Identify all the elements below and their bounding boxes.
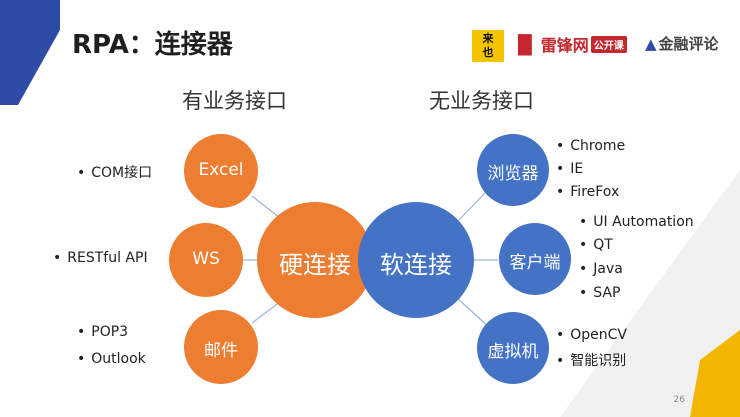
browser-circle bbox=[477, 134, 549, 206]
client-label: 客户端 bbox=[509, 253, 561, 273]
laiye-logo-char-1: 来 bbox=[482, 32, 494, 45]
bullet-firefox: FireFox bbox=[556, 184, 619, 200]
leiphone-logo: ▐▌雷锋网公开课 bbox=[511, 32, 627, 56]
laiye-logo: 来 也 bbox=[472, 30, 504, 62]
jinrong-logo: ▲金融评论 bbox=[645, 33, 719, 54]
bullet-outlook: Outlook bbox=[77, 351, 146, 367]
bullet-restful-api: RESTful API bbox=[53, 250, 147, 266]
client-circle bbox=[499, 223, 571, 295]
bullet-java: Java bbox=[579, 261, 623, 277]
bottom-right-yellow-shape bbox=[690, 330, 740, 417]
bullet-smart-recognition: 智能识别 bbox=[556, 350, 626, 370]
mail-circle bbox=[184, 310, 258, 384]
leiphone-logo-text: 雷锋网 bbox=[540, 36, 589, 55]
soft-connection-circle bbox=[358, 202, 474, 318]
bullet-ie: IE bbox=[556, 161, 583, 177]
connector-vm bbox=[456, 297, 491, 329]
slide-title: RPA：连接器 bbox=[72, 30, 233, 60]
ws-label: WS bbox=[192, 249, 220, 269]
excel-circle bbox=[184, 134, 258, 208]
bullet-opencv: OpenCV bbox=[556, 327, 627, 343]
jinrong-logo-text: 金融评论 bbox=[658, 35, 719, 53]
bullet-pop3: POP3 bbox=[77, 324, 128, 340]
laiye-logo-char-2: 也 bbox=[482, 46, 494, 59]
heading-without-api: 无业务接口 bbox=[429, 89, 534, 113]
connector-browser bbox=[456, 189, 489, 223]
mail-label: 邮件 bbox=[204, 341, 238, 361]
heading-with-api: 有业务接口 bbox=[182, 89, 287, 113]
bullet-ui-automation: UI Automation bbox=[579, 214, 693, 230]
browser-label: 浏览器 bbox=[487, 164, 539, 184]
page-number: 26 bbox=[673, 395, 685, 405]
jinrong-mark-icon: ▲ bbox=[645, 35, 657, 53]
top-left-accent-shape bbox=[0, 0, 60, 105]
bullet-qt: QT bbox=[579, 237, 613, 253]
excel-label: Excel bbox=[198, 160, 244, 180]
bullet-chrome: Chrome bbox=[556, 138, 625, 154]
vm-circle bbox=[477, 312, 549, 384]
connector-lines bbox=[243, 189, 498, 329]
leiphone-mark-icon: ▐▌ bbox=[511, 35, 539, 56]
leiphone-logo-badge: 公开课 bbox=[590, 36, 627, 53]
soft-connection-label: 软连接 bbox=[380, 251, 452, 279]
ws-circle bbox=[169, 223, 243, 297]
bullet-com-interface: COM接口 bbox=[77, 162, 152, 182]
hard-connection-label: 硬连接 bbox=[279, 251, 351, 279]
hard-connection-circle bbox=[257, 202, 373, 318]
bullet-sap: SAP bbox=[579, 285, 620, 301]
vm-label: 虚拟机 bbox=[487, 342, 539, 362]
